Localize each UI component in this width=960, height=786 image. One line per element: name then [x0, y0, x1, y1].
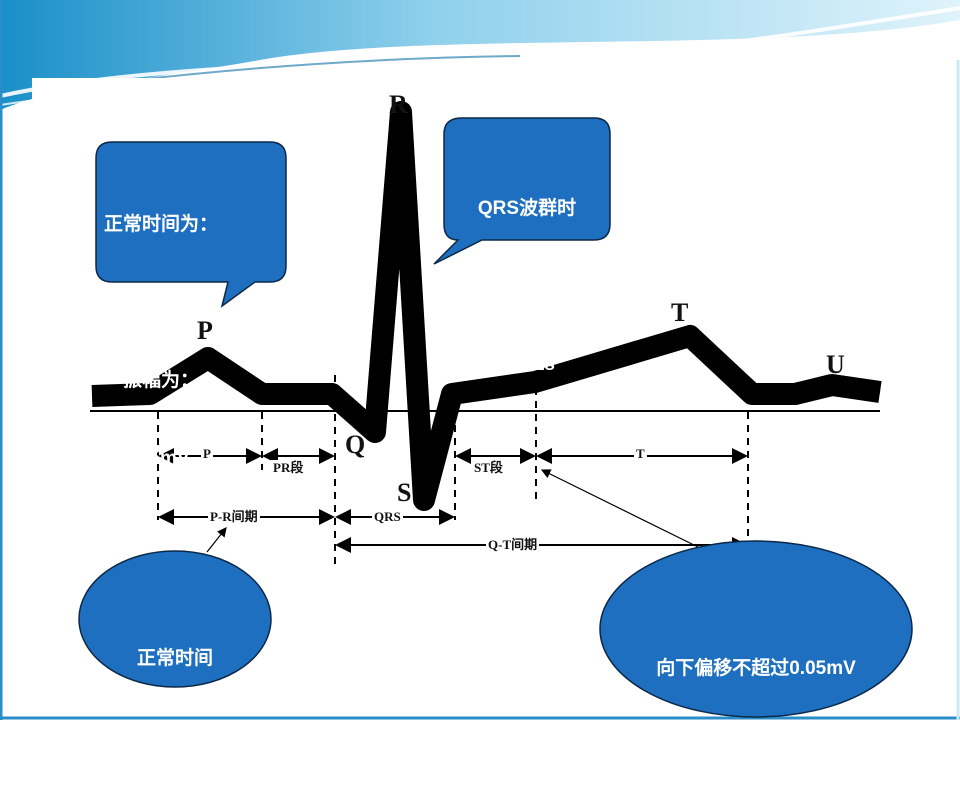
wave-label-q: Q [345, 430, 366, 459]
callout-qrs-line-2: 间为：0.06 [480, 276, 574, 297]
callout-p-wave [95, 141, 287, 308]
callout-st-line-2: 向上偏移不超过0.1mV [652, 736, 860, 757]
interval-label-t: T [634, 446, 647, 462]
interval-label-st-segment: ST段 [472, 460, 505, 476]
callout-pr-line-2: 为：0.12～0.2s [109, 726, 241, 747]
callout-p-line-3: 振幅为： [104, 370, 200, 391]
interval-label-p: P [201, 446, 213, 462]
interval-label-pr-interval: P-R间期 [208, 509, 260, 525]
ecg-diagram-slide [0, 0, 960, 720]
callout-st-text: 向下偏移不超过0.05mV 向上偏移不超过0.1mV [606, 604, 906, 786]
callout-st-segment [599, 540, 913, 718]
wave-label-r: R [389, 90, 408, 119]
wave-label-p: P [197, 316, 213, 345]
callout-pr-text: 正常时间 为：0.12～0.2s [79, 594, 271, 776]
pr-callout-pointer [206, 527, 227, 553]
callout-st-line-1: 向下偏移不超过0.05mV [656, 658, 856, 679]
callout-pr-line-1: 正常时间 [136, 648, 213, 669]
wave-label-s: S [397, 478, 412, 507]
interval-label-qt-interval: Q-T间期 [486, 537, 540, 553]
interval-label-pr-segment: PR段 [271, 460, 306, 476]
callout-qrs-text: QRS波群时 间为：0.06 ～0.1s [448, 144, 606, 404]
callout-p-line-2: ＜0.12S [104, 292, 173, 313]
interval-label-qrs: QRS [372, 509, 403, 525]
callout-pr-interval [78, 550, 272, 688]
wave-label-u: U [826, 350, 845, 379]
callout-p-wave-text: 正常时间为： ＜0.12S 振幅为： ＜0.25mV [104, 160, 274, 498]
callout-qrs-line-3: ～0.1s [499, 354, 555, 375]
interval-markers [157, 375, 749, 565]
callout-qrs [433, 117, 611, 265]
callout-qrs-line-1: QRS波群时 [477, 198, 577, 219]
callout-p-line-1: 正常时间为： [104, 214, 219, 235]
st-callout-pointer [540, 469, 701, 549]
wave-label-t: T [671, 298, 689, 327]
callout-p-line-4: ＜0.25mV [104, 448, 190, 469]
